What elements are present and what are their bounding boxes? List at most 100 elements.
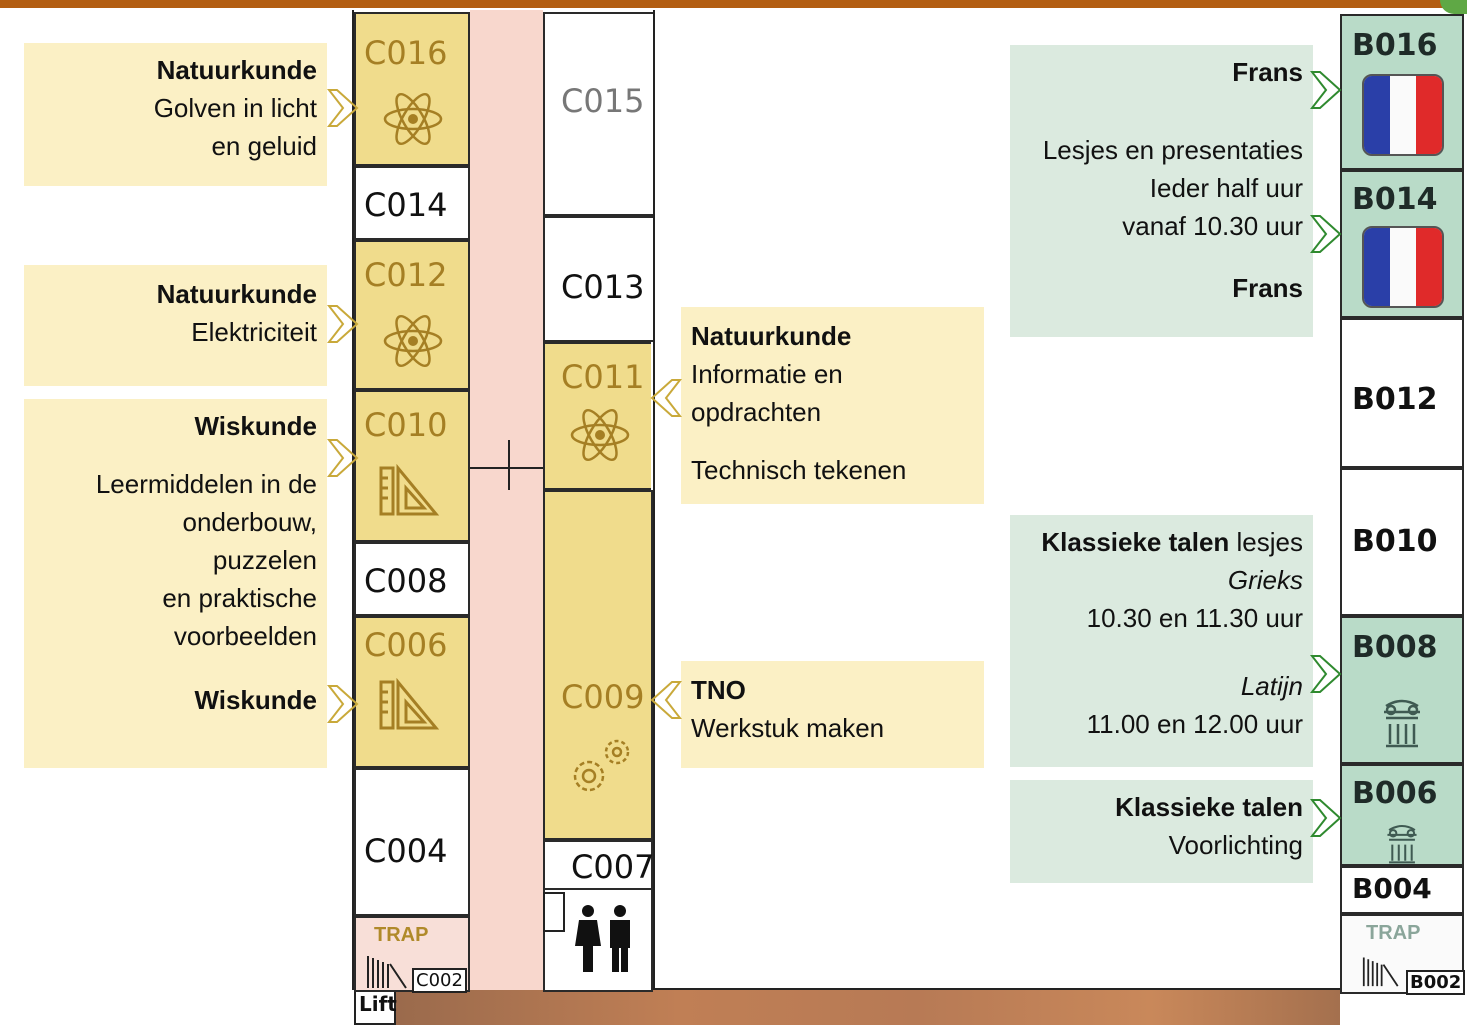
arrow-right-icon [327, 89, 359, 127]
room-label: C008 [364, 562, 448, 600]
room-c006[interactable]: C006 [354, 616, 470, 768]
callout-title: Klassieke talen [1115, 792, 1303, 822]
callout-text: 10.30 en 11.30 uur [1086, 603, 1303, 633]
flag-fr-icon [1362, 226, 1444, 308]
callout-text: Voorlichting [1168, 830, 1303, 860]
lift-label[interactable]: Lift [354, 992, 397, 1025]
callout-b016: Frans Lesjes en presentaties Ieder half … [1010, 45, 1313, 337]
stairs-b002[interactable]: TRAP B002 [1340, 914, 1466, 995]
room-c007[interactable]: C007 [543, 840, 655, 890]
arrow-left-icon [650, 681, 682, 719]
callout-text: Technisch tekenen [691, 455, 907, 485]
stairs-icon [367, 956, 407, 989]
callout-text: Werkstuk maken [691, 713, 885, 743]
room-c014[interactable]: C014 [354, 166, 470, 240]
room-b014[interactable]: B014 [1340, 170, 1464, 318]
room-b004[interactable]: B004 [1340, 866, 1464, 914]
callout-text: opdrachten [691, 397, 822, 427]
room-c012[interactable]: C012 [354, 240, 470, 390]
callout-b006: Klassieke talen Voorlichting [1010, 780, 1313, 883]
room-label: B010 [1352, 524, 1438, 559]
callout-text: vanaf 10.30 uur [1122, 211, 1303, 241]
callout-text: 11.00 en 12.00 uur [1086, 709, 1303, 739]
callout-text: voorbeelden [173, 621, 317, 651]
callout-text: Lesjes en presentaties [1042, 135, 1303, 165]
stairs-c002[interactable]: TRAP C002 [354, 916, 470, 993]
top-bar [0, 0, 1467, 8]
callout-text: en praktische [162, 583, 317, 613]
arrow-right-icon [1310, 215, 1342, 253]
top-corner-badge [1440, 0, 1467, 14]
callout-title-line: Klassieke talen lesjes [1020, 523, 1303, 561]
room-c011[interactable]: C011 [543, 342, 651, 490]
room-c016[interactable]: C016 [354, 12, 470, 166]
corridor-door-mark-v [508, 440, 510, 490]
room-label: B004 [1352, 872, 1432, 905]
restroom-door [543, 892, 565, 932]
restroom-icon [575, 905, 630, 972]
room-b012[interactable]: B012 [1340, 318, 1464, 468]
arrow-right-icon [327, 305, 359, 343]
stairs-icon [1362, 957, 1399, 987]
ground-photo-strip [395, 990, 1340, 1025]
room-label: B014 [1352, 182, 1438, 217]
room-b008[interactable]: B008 [1340, 616, 1464, 764]
room-c009[interactable]: C009 [543, 490, 653, 840]
room-c004[interactable]: C004 [354, 768, 470, 916]
callout-title: Wiskunde [194, 685, 317, 715]
room-label: C011 [561, 358, 645, 396]
corridor-door-mark [470, 467, 543, 469]
callout-c012: Natuurkunde Elektriciteit [24, 265, 327, 386]
room-label: B008 [1352, 630, 1438, 665]
callout-text: puzzelen [212, 545, 317, 575]
room-b010[interactable]: B010 [1340, 468, 1464, 616]
callout-text: Leermiddelen in de [95, 469, 317, 499]
room-label: C014 [364, 186, 448, 224]
arrow-left-icon [650, 379, 682, 417]
gears-icon [573, 739, 630, 792]
callout-title: Klassieke talen [1041, 527, 1230, 557]
callout-text: Golven in licht [153, 93, 317, 123]
room-label: B006 [1352, 776, 1438, 811]
room-b016[interactable]: B016 [1340, 14, 1464, 170]
arrow-right-icon [1310, 71, 1342, 109]
trap-label: TRAP [374, 924, 429, 946]
room-label: C009 [561, 678, 645, 716]
room-c010[interactable]: C010 [354, 390, 470, 542]
arrow-right-icon [1310, 799, 1342, 837]
room-label: C010 [364, 406, 448, 444]
callout-title-suffix: lesjes [1229, 527, 1303, 557]
room-label: C015 [561, 82, 645, 120]
callout-text: Grieks [1227, 565, 1303, 595]
room-label: C002 [412, 968, 467, 993]
atom-icon [570, 408, 630, 462]
room-c015[interactable]: C015 [543, 12, 653, 216]
callout-c016: Natuurkunde Golven in licht en geluid [24, 43, 327, 186]
wall-left [352, 10, 354, 990]
wall-bottom [600, 988, 1340, 990]
room-label: C004 [364, 832, 448, 870]
room-label: C006 [364, 626, 448, 664]
arrow-right-icon [327, 685, 359, 723]
callout-text: Informatie en [691, 359, 843, 389]
callout-title: TNO [691, 675, 746, 705]
room-c013[interactable]: C013 [543, 216, 653, 342]
room-b006[interactable]: B006 [1340, 764, 1464, 866]
atom-icon [383, 92, 443, 146]
callout-b008: Klassieke talen lesjes Grieks 10.30 en 1… [1010, 515, 1313, 767]
room-label: C012 [364, 256, 448, 294]
callout-title: Wiskunde [194, 411, 317, 441]
column-icon [1384, 699, 1420, 748]
room-label: C007 [571, 848, 655, 886]
callout-c006: Wiskunde [24, 671, 327, 768]
arrow-right-icon [327, 439, 359, 477]
callout-text: onderbouw, [182, 507, 317, 537]
ruler-triangle-icon [379, 678, 440, 730]
room-c008[interactable]: C008 [354, 542, 470, 616]
column-icon [1387, 825, 1417, 864]
corridor-c [470, 10, 543, 990]
ruler-triangle-icon [379, 464, 440, 516]
callout-title: Natuurkunde [156, 55, 317, 85]
room-label: C013 [561, 268, 645, 306]
arrow-right-icon [1310, 655, 1342, 693]
